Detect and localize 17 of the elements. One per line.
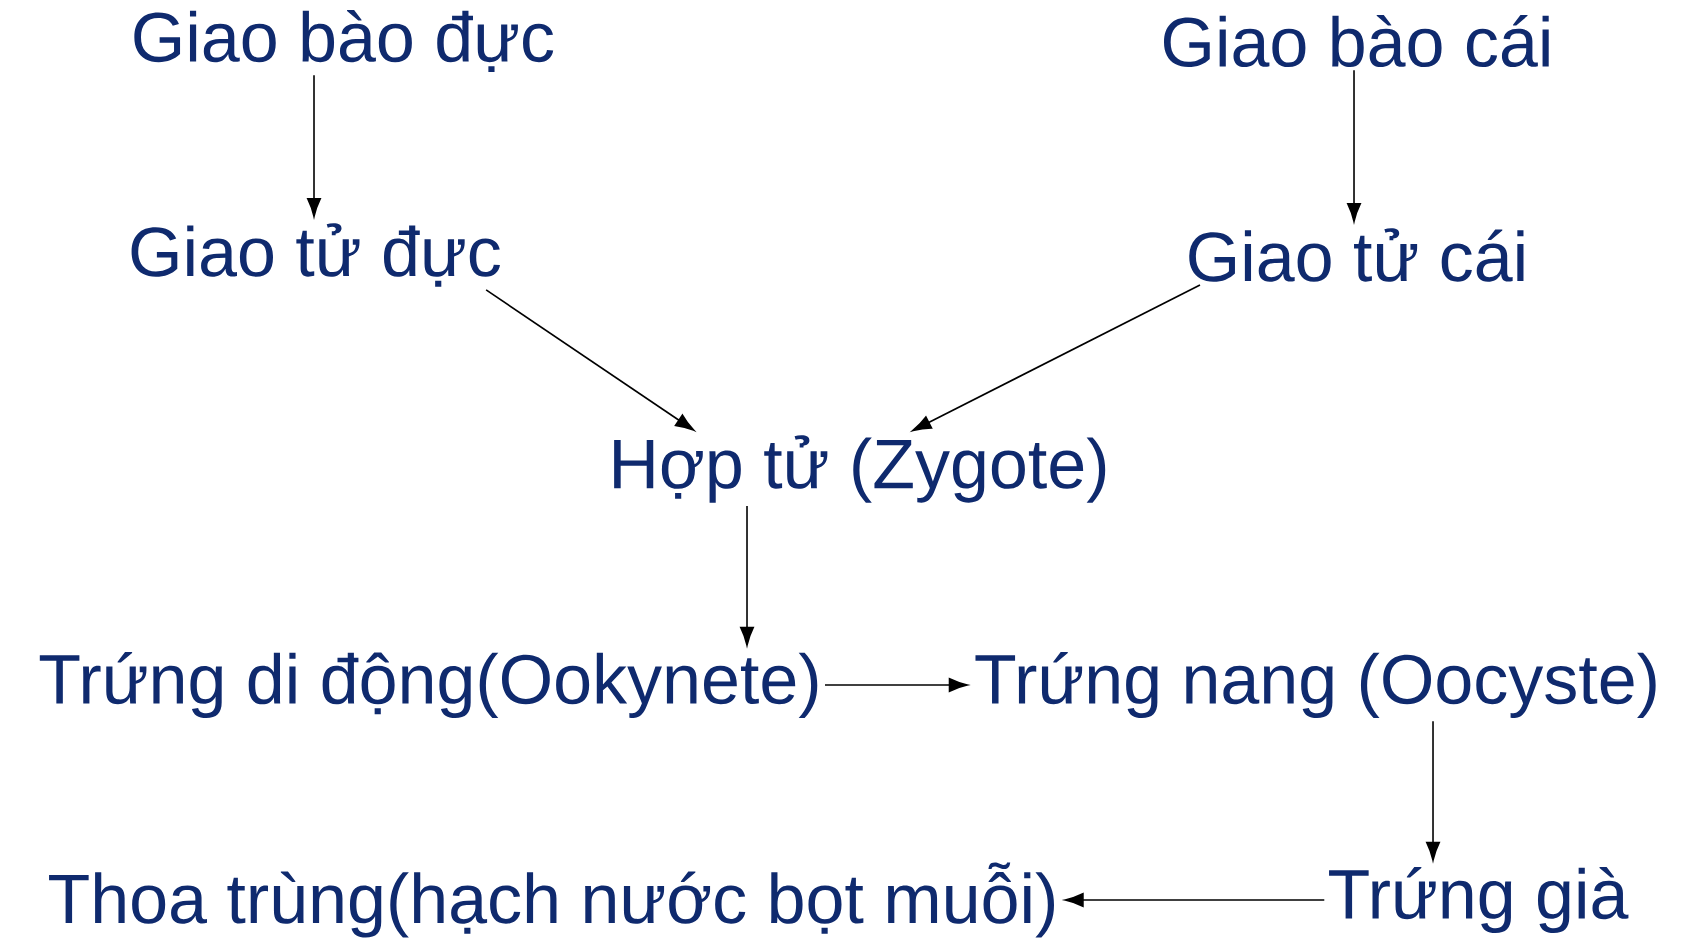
- arrow: [912, 284, 1201, 432]
- arrow: [1347, 69, 1361, 223]
- arrow: [740, 505, 754, 646]
- stage-label: Giao bào cái: [1164, 14, 1549, 68]
- stage-label: Giao bào đực: [134, 9, 554, 73]
- arrow: [485, 289, 695, 431]
- arrow: [1426, 720, 1440, 861]
- stage-label: Trứng di động(Ookynete): [39, 651, 818, 719]
- arrow: [307, 74, 321, 218]
- stage-label: Trứng nang (Oocyste): [975, 651, 1656, 719]
- stage-label: Thoa trùng(hạch nước bọt muỗi): [49, 862, 1054, 938]
- stage-label: Hợp tử (Zygote): [614, 435, 1106, 503]
- stage-label: Giao tử đực: [131, 223, 500, 287]
- stage-label: Trứng già: [1329, 866, 1629, 934]
- stage-label: Giao tử cái: [1189, 228, 1524, 282]
- arrow: [824, 678, 968, 692]
- arrow: [1064, 893, 1326, 907]
